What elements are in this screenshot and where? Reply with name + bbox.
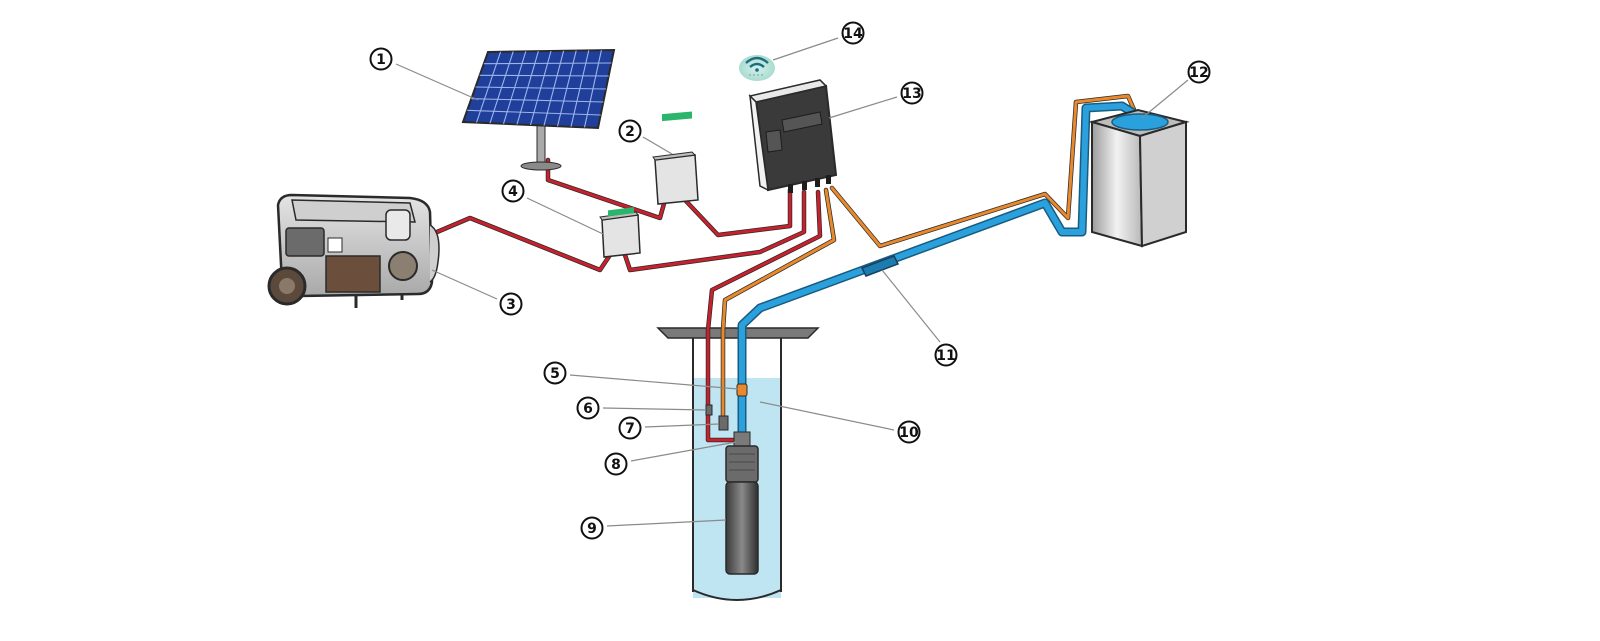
callout-number: 1 <box>376 52 386 68</box>
solar-panel-icon <box>461 48 616 171</box>
pipe-coupling-icon <box>860 255 900 277</box>
callout-leader-line <box>644 423 720 428</box>
wifi-module-icon <box>739 55 775 81</box>
callout-leader-line <box>526 197 604 235</box>
pump-controller-icon <box>748 79 838 193</box>
callout-circle <box>543 361 567 385</box>
callout-circle <box>576 396 600 420</box>
splice-kit-icon <box>718 415 729 431</box>
callout-leader-line <box>606 519 727 527</box>
callout-14: 14 <box>772 21 865 61</box>
callout-circle <box>934 343 958 367</box>
callout-circle <box>501 179 525 203</box>
callout-number: 7 <box>625 421 635 437</box>
callout-leader-line <box>881 269 941 343</box>
callout-5: 5 <box>543 361 739 390</box>
check-valve-icon <box>736 383 748 397</box>
callout-leader-line <box>395 63 479 101</box>
callout-leader-line <box>569 374 739 390</box>
callout-number: 14 <box>843 26 863 42</box>
callout-number: 12 <box>1189 65 1208 81</box>
callout-number: 9 <box>587 521 597 537</box>
water-pipe <box>737 101 1140 445</box>
callout-circle <box>618 119 642 143</box>
callout-leader-line <box>630 441 737 462</box>
callout-4: 4 <box>501 179 604 235</box>
callout-number: 2 <box>625 124 635 140</box>
callout-circle <box>369 47 393 71</box>
callout-circle <box>580 516 604 540</box>
callout-leader-line <box>759 401 895 431</box>
callout-circle <box>900 81 924 105</box>
callout-7: 7 <box>618 416 720 440</box>
callout-circle <box>604 452 628 476</box>
callout-11: 11 <box>881 269 958 367</box>
submersible-pump-icon <box>725 445 759 575</box>
callout-leader-line <box>828 96 898 119</box>
callout-1: 1 <box>369 47 479 101</box>
callout-2: 2 <box>618 119 673 155</box>
low-water-sensor-icon <box>705 404 713 416</box>
water-tank-icon <box>1088 108 1190 248</box>
callout-3: 3 <box>431 269 523 316</box>
pump-outlet-icon <box>733 431 751 447</box>
callout-circle <box>618 416 642 440</box>
callout-10: 10 <box>759 401 921 444</box>
callout-circle <box>897 420 921 444</box>
callout-9: 9 <box>580 516 727 540</box>
callout-leader-line <box>772 37 839 61</box>
callout-circle <box>499 292 523 316</box>
callout-number: 3 <box>506 297 516 313</box>
callout-number: 10 <box>899 425 919 441</box>
callout-number: 6 <box>583 401 593 417</box>
callout-number: 4 <box>508 184 518 200</box>
callout-leader-line <box>431 269 498 300</box>
callout-number: 5 <box>550 366 560 382</box>
callout-number: 8 <box>611 457 621 473</box>
callout-12: 12 <box>1141 60 1211 119</box>
ac-breaker-box-icon <box>599 207 641 258</box>
callout-8: 8 <box>604 441 737 476</box>
well-bottom <box>692 589 782 601</box>
callout-number: 13 <box>902 86 921 102</box>
callout-13: 13 <box>828 81 924 119</box>
power-cable-solar <box>545 157 668 221</box>
callout-leader-line <box>642 136 673 155</box>
callout-6: 6 <box>576 396 707 420</box>
generator-icon <box>267 193 440 308</box>
callout-leader-line <box>602 407 707 411</box>
callout-leader-line <box>1141 79 1189 119</box>
cables <box>427 93 1138 443</box>
callout-circle <box>841 21 865 45</box>
callout-circle <box>1187 60 1211 84</box>
dc-breaker-box-icon <box>652 111 699 205</box>
callout-number: 11 <box>936 348 955 364</box>
